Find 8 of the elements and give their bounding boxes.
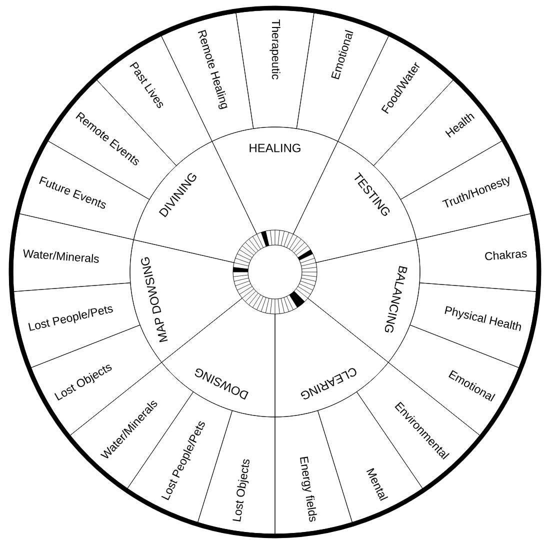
option-label: Chakras <box>485 250 527 260</box>
option-label: Water/Minerals <box>23 249 99 263</box>
option-label: Therapeutic <box>270 19 280 80</box>
option-label: Lost Objects <box>232 459 250 522</box>
category-label: HEALING <box>250 144 300 152</box>
option-label: Remote Healing <box>198 30 228 110</box>
option-label: Energy fields <box>300 456 317 522</box>
option-label: Physical Health <box>444 306 522 331</box>
